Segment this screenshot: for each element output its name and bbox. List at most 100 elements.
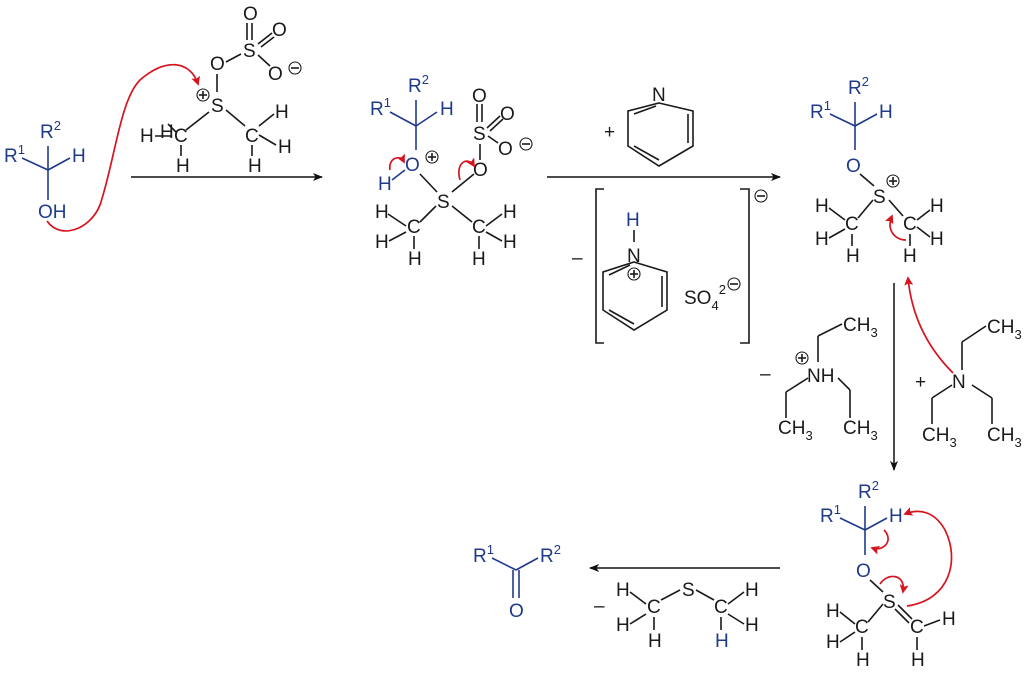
svg-text:R1: R1 — [810, 98, 831, 123]
svg-text:S: S — [473, 124, 486, 145]
svg-text:O: O — [243, 4, 258, 25]
svg-text:H: H — [616, 580, 630, 601]
sulfur-ylide: R1 R2 H O S H H C H C H H — [820, 478, 956, 671]
svg-text:H: H — [879, 102, 893, 123]
svg-text:H: H — [503, 232, 517, 253]
svg-text:H: H — [826, 632, 840, 653]
svg-text:SO42: SO42 — [684, 282, 726, 313]
activated-dmso-sulfate: O S O O O S H H C H C H H H — [140, 4, 302, 177]
svg-text:OH: OH — [38, 202, 67, 223]
svg-text:R2: R2 — [40, 118, 61, 143]
svg-text:H: H — [903, 246, 917, 267]
svg-text:NH: NH — [807, 366, 834, 387]
svg-text:H: H — [745, 580, 759, 601]
svg-text:H: H — [930, 229, 944, 250]
svg-text:CH3: CH3 — [778, 418, 813, 443]
svg-text:H: H — [375, 232, 389, 253]
byproduct-pyridinium-sulfate: – H N SO42 — [572, 188, 768, 344]
svg-text:–: – — [594, 596, 605, 617]
svg-text:O: O — [272, 20, 287, 41]
alkoxysulfonium-protonated-intermediate: R1 R2 H O H O S O O O S H H C H — [370, 72, 533, 270]
svg-text:R1: R1 — [820, 502, 841, 527]
svg-text:S: S — [873, 187, 886, 208]
svg-text:H: H — [378, 174, 392, 195]
svg-text:S: S — [243, 41, 256, 62]
svg-text:C: C — [647, 597, 661, 618]
carbonyl-product: R1 R2 O — [473, 542, 561, 622]
svg-text:S: S — [211, 96, 224, 117]
svg-text:C: C — [855, 617, 869, 638]
svg-text:H: H — [176, 156, 190, 177]
reagent-pyridine-added: + N — [604, 85, 694, 167]
svg-text:+: + — [915, 372, 926, 393]
svg-text:O: O — [498, 139, 513, 160]
svg-text:CH3: CH3 — [987, 425, 1022, 450]
svg-text:H: H — [648, 631, 662, 652]
svg-text:R2: R2 — [540, 542, 561, 567]
svg-text:C: C — [910, 617, 924, 638]
svg-text:H: H — [248, 156, 262, 177]
svg-text:R1: R1 — [370, 95, 391, 120]
svg-text:CH3: CH3 — [843, 315, 878, 340]
svg-text:H: H — [375, 202, 389, 223]
svg-text:O: O — [405, 155, 420, 176]
svg-text:H: H — [72, 146, 86, 167]
svg-text:O: O — [472, 86, 487, 107]
svg-text:+: + — [604, 122, 615, 143]
svg-text:H: H — [745, 615, 759, 636]
svg-text:S: S — [437, 192, 450, 213]
svg-text:H: H — [140, 126, 154, 147]
svg-text:C: C — [407, 217, 421, 238]
svg-text:CH3: CH3 — [843, 418, 878, 443]
svg-text:H: H — [826, 601, 840, 622]
svg-text:H: H — [626, 210, 640, 231]
svg-text:R2: R2 — [858, 478, 879, 503]
svg-text:O: O — [210, 54, 225, 75]
svg-text:–: – — [760, 364, 771, 385]
svg-text:H: H — [930, 196, 944, 217]
svg-text:C: C — [903, 214, 917, 235]
svg-text:C: C — [845, 214, 859, 235]
svg-text:H: H — [408, 249, 422, 270]
svg-text:H: H — [911, 650, 925, 671]
alcohol-starting-material: R1 R2 H OH — [4, 118, 86, 223]
svg-text:R2: R2 — [408, 72, 429, 97]
svg-text:H: H — [275, 102, 289, 123]
svg-text:O: O — [846, 156, 861, 177]
svg-text:H: H — [472, 249, 486, 270]
svg-text:H: H — [815, 229, 829, 250]
svg-text:C: C — [472, 217, 486, 238]
svg-text:O: O — [268, 64, 283, 85]
svg-text:H: H — [278, 137, 292, 158]
svg-text:C: C — [174, 126, 188, 147]
svg-text:S: S — [883, 592, 896, 613]
svg-text:H: H — [856, 650, 870, 671]
svg-text:H: H — [616, 615, 630, 636]
svg-text:CH3: CH3 — [987, 317, 1022, 342]
svg-text:H: H — [889, 506, 903, 527]
svg-text:H: H — [846, 246, 860, 267]
svg-text:–: – — [572, 248, 583, 269]
byproduct-dimethyl-sulfide: – H H C H S C H H H — [594, 580, 759, 652]
svg-text:C: C — [714, 597, 728, 618]
svg-text:S: S — [682, 580, 695, 601]
curved-arrow-oh-to-sulfur — [46, 63, 200, 232]
svg-text:R1: R1 — [473, 542, 494, 567]
svg-text:N: N — [952, 372, 966, 393]
svg-text:N: N — [652, 85, 666, 106]
alkoxysulfonium-ion: R1 R2 H O S H H C H C H H H — [810, 74, 944, 267]
svg-text:H: H — [503, 202, 517, 223]
svg-text:O: O — [500, 104, 515, 125]
svg-text:R2: R2 — [848, 74, 869, 99]
svg-text:H: H — [160, 122, 174, 143]
svg-text:H: H — [815, 196, 829, 217]
svg-text:H: H — [440, 99, 454, 120]
svg-text:H: H — [942, 609, 956, 630]
svg-text:C: C — [245, 126, 259, 147]
svg-text:O: O — [509, 601, 524, 622]
svg-text:N: N — [627, 246, 641, 267]
svg-text:O: O — [473, 160, 488, 181]
svg-text:R1: R1 — [4, 142, 25, 167]
byproduct-triethylammonium: – NH CH3 CH3 CH3 — [760, 315, 878, 443]
